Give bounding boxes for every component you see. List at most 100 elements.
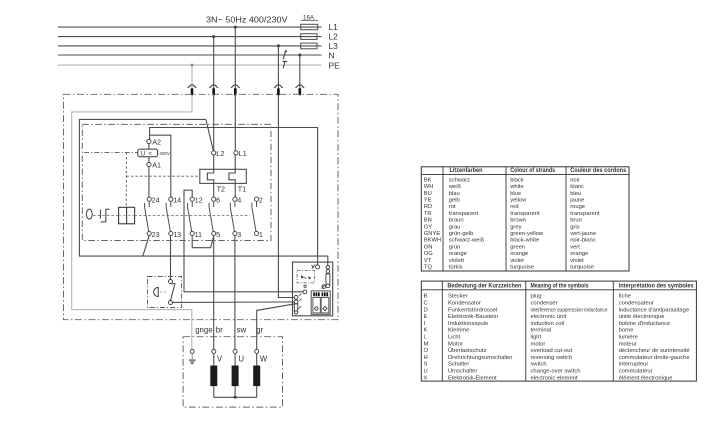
svg-text:bleu: bleu (570, 191, 581, 197)
svg-text:Schalter: Schalter (448, 362, 469, 368)
svg-text:3N~ 50Hz 400/230V: 3N~ 50Hz 400/230V (206, 16, 288, 25)
svg-text:U: U (140, 151, 145, 158)
svg-text:gr: gr (256, 326, 263, 335)
svg-text:V: V (217, 355, 223, 364)
svg-text:rouge: rouge (570, 204, 585, 210)
svg-text:L1: L1 (329, 22, 339, 32)
svg-text:green-yellow: green-yellow (510, 231, 544, 237)
svg-text:X: X (424, 375, 428, 381)
svg-text:fiche: fiche (619, 294, 631, 300)
svg-text:gelb: gelb (449, 198, 460, 204)
svg-text:BKWH: BKWH (424, 238, 441, 244)
svg-text:L2: L2 (216, 149, 224, 158)
svg-text:jaune: jaune (569, 198, 584, 204)
svg-text:blau: blau (449, 191, 460, 197)
svg-text:electronic element: electronic element (531, 375, 578, 381)
svg-text:blue: blue (510, 191, 521, 197)
svg-text:noir: noir (570, 177, 580, 183)
svg-text:déclencheur de surintensité: déclencheur de surintensité (619, 348, 690, 354)
svg-text:Elektronik-Baustein: Elektronik-Baustein (448, 314, 498, 320)
svg-text:<: < (148, 151, 152, 158)
svg-text:M: M (424, 341, 429, 347)
svg-text:Licht: Licht (448, 335, 461, 341)
svg-text:motor: motor (531, 341, 546, 347)
svg-text:transparent: transparent (570, 211, 600, 217)
svg-text:GY: GY (424, 224, 433, 230)
svg-text:L2: L2 (329, 32, 339, 42)
svg-text:Interprétation des symboles: Interprétation des symboles (619, 284, 695, 290)
svg-text:GN: GN (424, 244, 433, 250)
svg-text:turquoise: turquoise (510, 265, 534, 271)
svg-text:24: 24 (152, 196, 160, 205)
svg-text:brun: brun (570, 218, 582, 224)
svg-text:brown: brown (510, 218, 526, 224)
svg-text:noir-blanc: noir-blanc (570, 238, 596, 244)
svg-text:vert-jaune: vert-jaune (570, 231, 596, 237)
svg-text:grau: grau (449, 224, 461, 230)
svg-text:orange: orange (449, 251, 467, 257)
svg-text:Umschalter: Umschalter (448, 369, 477, 375)
svg-text:L: L (424, 335, 428, 341)
svg-text:change-over switch: change-over switch (531, 369, 581, 375)
svg-text:23: 23 (152, 230, 160, 239)
svg-text:black: black (510, 177, 524, 183)
svg-text:Kondensator: Kondensator (448, 301, 481, 307)
svg-text:unité électronique: unité électronique (619, 314, 665, 320)
svg-text:interrupteur: interrupteur (619, 362, 649, 368)
svg-text:commutateur droite-gauche: commutateur droite-gauche (619, 355, 690, 361)
svg-text:interference suppression induc: interference suppression inductance (531, 307, 608, 313)
svg-text:S: S (424, 362, 428, 368)
svg-text:Überlastschutz: Überlastschutz (448, 347, 486, 354)
svg-text:11: 11 (195, 230, 202, 239)
svg-text:rot: rot (449, 204, 456, 210)
svg-text:4: 4 (237, 196, 241, 205)
svg-text:plug: plug (531, 294, 542, 300)
svg-text:Drehrichtungsumschalter: Drehrichtungsumschalter (448, 355, 513, 361)
svg-text:1: 1 (259, 230, 263, 239)
svg-text:condenser: condenser (531, 301, 558, 307)
svg-text:violett: violett (449, 258, 465, 264)
svg-text:12: 12 (195, 196, 203, 205)
svg-text:vert: vert (570, 244, 580, 250)
svg-text:élément électronique: élément électronique (619, 375, 673, 381)
svg-text:6: 6 (216, 196, 220, 205)
svg-text:O: O (424, 348, 429, 354)
svg-text:gnge: gnge (195, 326, 212, 335)
svg-text:yellow: yellow (510, 198, 527, 204)
svg-text:transparent: transparent (449, 211, 479, 217)
svg-text:weiß: weiß (448, 184, 462, 190)
svg-text:N: N (329, 50, 335, 60)
svg-text:sw: sw (237, 326, 247, 335)
svg-text:B: B (424, 294, 428, 300)
svg-text:turquoise: turquoise (570, 265, 594, 271)
svg-text:blanc: blanc (570, 184, 584, 190)
svg-text:gris: gris (570, 224, 579, 230)
svg-text:H: H (424, 355, 428, 361)
svg-text:orange: orange (510, 251, 528, 257)
svg-text:red: red (510, 204, 518, 210)
svg-text:green: green (510, 244, 525, 250)
svg-text:RD: RD (424, 204, 432, 210)
svg-text:A1: A1 (152, 161, 161, 170)
svg-text:14: 14 (173, 196, 181, 205)
svg-text:inductance d'antiparasitage: inductance d'antiparasitage (619, 307, 689, 313)
svg-text:WH: WH (424, 184, 434, 190)
svg-text:schwarz: schwarz (449, 177, 470, 183)
svg-text:BN: BN (424, 218, 432, 224)
svg-text:U: U (424, 369, 428, 375)
svg-text:transparent: transparent (510, 211, 540, 217)
svg-text:Induktionsspule: Induktionsspule (448, 321, 488, 327)
svg-text:Colour of strands: Colour of strands (510, 168, 556, 174)
svg-text:TR: TR (424, 211, 432, 217)
svg-text:electronic unit: electronic unit (531, 314, 567, 320)
svg-text:U: U (238, 355, 244, 364)
svg-text:I: I (424, 321, 426, 327)
svg-text:BU: BU (424, 191, 432, 197)
svg-text:TQ: TQ (424, 265, 433, 271)
svg-text:W: W (260, 355, 268, 364)
svg-text:L3: L3 (329, 41, 339, 51)
svg-text:L1: L1 (239, 149, 247, 158)
svg-text:BK: BK (424, 177, 432, 183)
svg-text:Funkentstördrossel: Funkentstördrossel (448, 307, 497, 313)
svg-text:D: D (424, 307, 428, 313)
